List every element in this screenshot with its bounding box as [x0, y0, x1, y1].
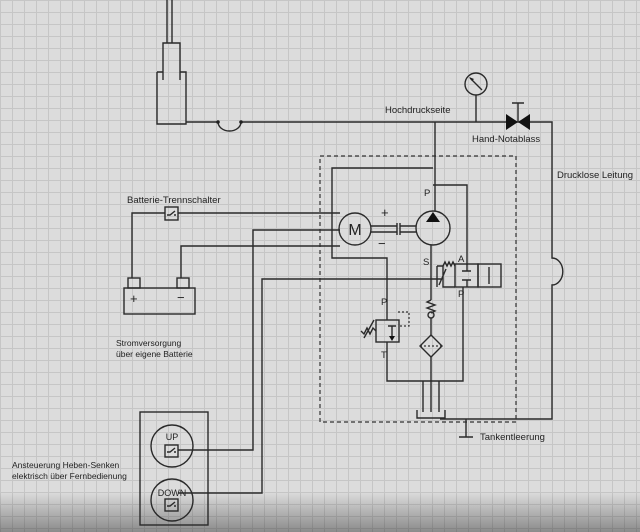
label-battery-switch: Batterie-Trennschalter: [127, 195, 221, 206]
svg-text:−: −: [177, 290, 185, 305]
svg-text:UP: UP: [166, 432, 179, 442]
label-control-2: elektrisch über Fernbedienung: [12, 471, 127, 481]
svg-text:M: M: [348, 222, 361, 239]
check-valve-icon: [425, 299, 437, 319]
relief-port-p: P: [381, 297, 387, 308]
power-unit-boundary: [319, 155, 517, 423]
pump-icon: [415, 210, 451, 246]
solenoid-directional-valve-icon: [436, 260, 502, 288]
up-button[interactable]: UP: [150, 424, 194, 468]
shaft-coupling: [371, 223, 416, 235]
svg-text:DOWN: DOWN: [158, 488, 187, 498]
motor-icon: M: [338, 212, 372, 246]
high-pressure-line: [186, 121, 564, 420]
battery-icon: + −: [123, 277, 196, 315]
wiring: [131, 212, 441, 494]
label-manual-release: Hand-Notablass: [472, 134, 540, 145]
filter-icon: [419, 334, 443, 358]
valve-port-p: P: [458, 289, 464, 300]
down-button[interactable]: DOWN: [150, 478, 194, 522]
battery-switch-icon[interactable]: [164, 206, 179, 221]
hydraulic-cylinder: [156, 0, 187, 125]
pump-port-p: P: [424, 188, 430, 199]
label-power-supply-1: Stromversorgung: [116, 338, 181, 348]
label-high-pressure: Hochdruckseite: [385, 105, 450, 116]
valve-port-a: A: [458, 254, 465, 265]
label-control-1: Ansteuerung Heben-Senken: [12, 460, 120, 470]
svg-text:+: +: [130, 291, 138, 306]
label-unpressurized-line: Drucklose Leitung: [557, 170, 633, 181]
tank-drain-icon: [459, 419, 473, 438]
manual-release-valve-icon[interactable]: [506, 102, 530, 130]
pressure-relief-valve-icon: [360, 311, 410, 343]
motor-plus-label: +: [381, 205, 389, 220]
remote-control: [139, 411, 209, 526]
motor-minus-label: −: [378, 236, 386, 251]
label-power-supply-2: über eigene Batterie: [116, 349, 193, 359]
pump-port-s: S: [423, 257, 429, 268]
label-tank-drain: Tankentleerung: [480, 432, 545, 443]
pressure-gauge-icon: [464, 72, 488, 122]
relief-port-t: T: [381, 350, 387, 361]
